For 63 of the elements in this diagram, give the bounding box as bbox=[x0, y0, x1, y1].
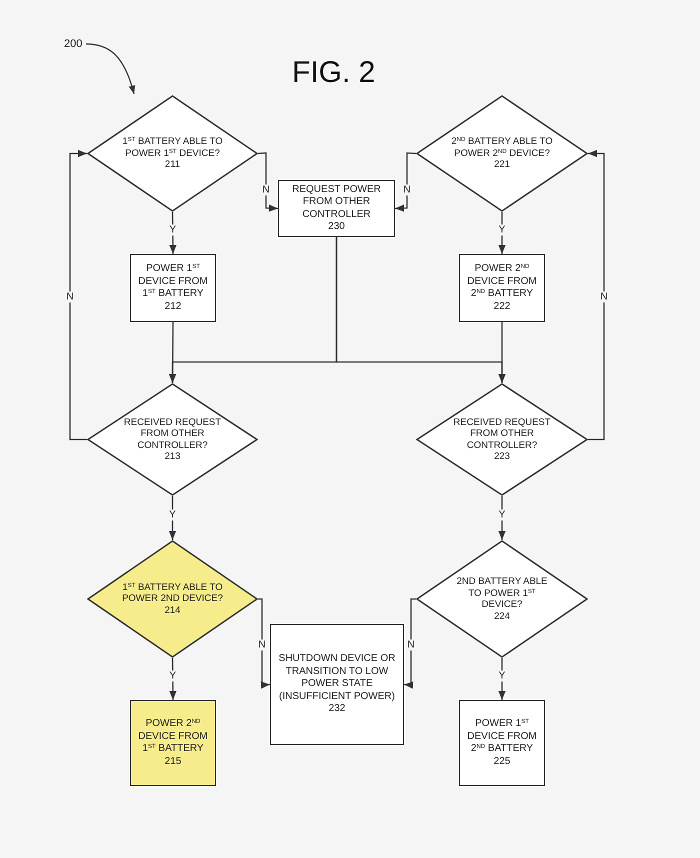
edge-label: Y bbox=[498, 224, 506, 236]
step-text: POWER 2$^{ND}$ DEVICE FROM 1$^{ST}$ BATTERY bbox=[137, 718, 209, 756]
decision-diamond bbox=[87, 95, 258, 212]
arrow bbox=[498, 496, 506, 540]
arrow bbox=[394, 152, 416, 212]
edge-label: Y bbox=[498, 510, 506, 520]
edge-label: Y bbox=[168, 670, 178, 682]
reference-number: 200 bbox=[64, 38, 82, 51]
step-number: 223 bbox=[494, 451, 510, 462]
edge-label: Y bbox=[168, 224, 178, 236]
step-number: 212 bbox=[164, 300, 182, 313]
step-text: POWER 1$^{ST}$ DEVICE FROM 2$^{ND}$ BATTERY bbox=[466, 718, 538, 756]
process-box bbox=[130, 254, 216, 322]
arrow bbox=[258, 152, 278, 212]
edge-label: N bbox=[599, 292, 609, 302]
decision-diamond bbox=[416, 383, 588, 496]
decision-text: 2ND BATTERY ABLE TO POWER 1$^{ST}$ DEVICE? bbox=[456, 576, 548, 610]
step-number: 215 bbox=[164, 756, 182, 768]
decision-diamond bbox=[87, 540, 258, 658]
step-text: REQUEST POWER FROM OTHER CONTROLLER bbox=[291, 184, 382, 221]
step-number: 222 bbox=[494, 300, 510, 313]
arrow bbox=[69, 150, 87, 440]
step-number: 230 bbox=[328, 221, 345, 234]
process-box bbox=[130, 700, 216, 786]
edge-label: Y bbox=[168, 510, 177, 520]
decision-diamond bbox=[416, 540, 588, 658]
decision-text: 1$^{ST}$ BATTERY ABLE TO POWER 1$^{ST}$ DEVICE? bbox=[121, 136, 224, 160]
arrow bbox=[498, 658, 506, 700]
process-box bbox=[270, 624, 404, 745]
arrow bbox=[169, 658, 177, 700]
arrow bbox=[169, 212, 177, 254]
process-box bbox=[278, 180, 395, 237]
arrow bbox=[498, 212, 506, 254]
arrow bbox=[258, 598, 270, 689]
arrow bbox=[404, 598, 416, 689]
decision-diamond bbox=[87, 383, 258, 496]
edge-label: Y bbox=[498, 670, 506, 682]
step-number: 213 bbox=[164, 451, 180, 462]
decision-text: RECEIVED REQUEST FROM OTHER CONTROLLER? bbox=[452, 416, 552, 451]
edge-label: N bbox=[65, 292, 75, 302]
step-number: 214 bbox=[164, 604, 180, 616]
arrow bbox=[588, 150, 605, 440]
decision-diamond bbox=[416, 95, 588, 212]
decision-text: 2$^{ND}$ BATTERY ABLE TO POWER 2$^{ND}$ DEVICE? bbox=[450, 136, 554, 160]
step-number: 211 bbox=[164, 159, 180, 171]
edge-label: N bbox=[406, 640, 416, 650]
step-number: 221 bbox=[494, 159, 510, 171]
step-text: POWER 2$^{ND}$ DEVICE FROM 2$^{ND}$ BATTERY bbox=[466, 263, 538, 300]
edge-label: N bbox=[402, 184, 412, 196]
arrow bbox=[498, 322, 506, 383]
decision-text: RECEIVED REQUEST FROM OTHER CONTROLLER? bbox=[122, 416, 222, 451]
edge-label: N bbox=[257, 640, 267, 650]
process-box bbox=[459, 700, 545, 786]
step-number: 224 bbox=[494, 610, 510, 622]
arrow bbox=[168, 496, 176, 540]
step-number: 225 bbox=[494, 756, 510, 768]
step-text: SHUTDOWN DEVICE OR TRANSITION TO LOW POWER STATE (INSUFFICIENT POWER) bbox=[278, 653, 396, 704]
step-text: POWER 1$^{ST}$ DEVICE FROM 1$^{ST}$ BATTERY bbox=[137, 263, 209, 300]
step-number: 232 bbox=[328, 703, 346, 716]
edge-label: N bbox=[261, 184, 271, 196]
decision-text: 1$^{ST}$ BATTERY ABLE TO POWER 2ND DEVICE? bbox=[121, 582, 224, 605]
process-box bbox=[459, 254, 545, 322]
figure-title: FIG. 2 bbox=[292, 56, 376, 90]
